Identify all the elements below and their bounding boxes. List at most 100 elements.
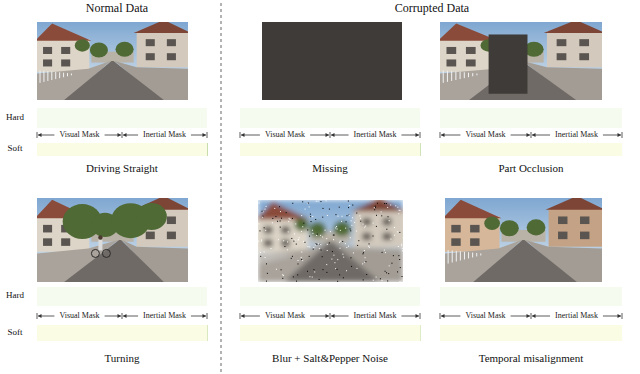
figure-shape [440, 39, 496, 72]
figure-shape [579, 53, 589, 60]
noise-dot [258, 241, 259, 242]
soft-mask-bar [37, 325, 207, 341]
soft-mask-bar [240, 143, 420, 156]
scene-clip [445, 198, 602, 282]
noise-dot [359, 215, 360, 216]
noise-dot [305, 209, 306, 210]
mask-label: Inertial Mask [141, 312, 188, 321]
figure-shape [268, 252, 269, 262]
figure-shape [43, 59, 52, 66]
arrow-head [618, 133, 622, 137]
arrow-head [331, 133, 335, 137]
noise-dot [326, 238, 327, 239]
noise-dot [277, 221, 278, 222]
figure-shape [37, 39, 89, 72]
noise-dot [317, 234, 318, 235]
noise-dot [293, 241, 294, 242]
noise-dot [391, 263, 392, 264]
noise-dot [308, 203, 309, 204]
hard-mask-bar [37, 287, 207, 306]
span-tick [420, 313, 421, 319]
noise-dot [341, 221, 342, 222]
noise-dot [261, 239, 262, 240]
span-tick [207, 132, 208, 138]
noise-dot [309, 255, 310, 257]
noise-dot [358, 240, 359, 241]
arrow-head [38, 314, 42, 318]
noise-dot [349, 205, 350, 206]
noise-dot [398, 255, 399, 256]
noise-dot [326, 272, 327, 273]
noise-dot [295, 223, 296, 224]
figure-shape [472, 73, 473, 76]
noise-dot [340, 230, 341, 231]
noise-dot [311, 221, 312, 222]
noise-dot [282, 274, 283, 275]
noise-dot [304, 242, 305, 243]
noise-dot [312, 233, 313, 234]
soft-mask-bar [37, 143, 207, 156]
noise-dot [337, 281, 338, 282]
hard-mask-bar [240, 108, 420, 128]
panel-caption: Blur + Salt&Pepper Noise [272, 352, 388, 364]
arrow-head [441, 314, 445, 318]
figure-shape [456, 251, 457, 262]
noise-dot [291, 258, 292, 259]
noise-dot [323, 269, 324, 270]
noise-dot [312, 230, 313, 231]
noise-dot [337, 269, 338, 270]
noise-dot [274, 208, 275, 209]
noise-dot [334, 262, 335, 263]
figure-shape [383, 233, 392, 240]
noise-dot [284, 246, 285, 247]
figure-shape [40, 70, 41, 82]
noise-dot [264, 227, 265, 228]
figure-shape [264, 226, 273, 233]
span-tick [622, 132, 623, 138]
noise-dot [323, 208, 324, 209]
noise-dot [261, 241, 262, 242]
noise-dot [333, 255, 334, 256]
noise-dot [265, 230, 266, 231]
figure-shape [484, 216, 500, 229]
noise-dot [402, 250, 403, 251]
noise-dot [375, 206, 376, 207]
column-title: Normal Data [86, 2, 148, 15]
noise-dot [309, 246, 310, 247]
figure-shape [71, 73, 72, 75]
arrow-head [441, 133, 445, 137]
mask-label: Inertial Mask [553, 131, 600, 140]
noise-dot [307, 246, 308, 247]
noise-dot [362, 263, 363, 264]
figure-shape [455, 72, 456, 81]
noise-dot [264, 251, 265, 252]
noise-dot [315, 219, 316, 220]
figure-shape [464, 252, 465, 260]
noise-dot [298, 240, 299, 241]
mask-label: Visual Mask [463, 131, 507, 140]
arrow-head [326, 133, 330, 137]
noise-dot [296, 244, 297, 245]
noise-dot [334, 235, 335, 236]
figure-shape [75, 39, 90, 51]
figure-shape [146, 53, 155, 60]
noise-dot [326, 264, 327, 265]
figure-shape [37, 24, 91, 41]
noise-dot [262, 211, 263, 212]
figure-shape [264, 251, 265, 263]
figure-shape [43, 225, 52, 233]
noise-dot [388, 216, 389, 217]
mask-bars [37, 287, 208, 341]
figure-shape [557, 53, 567, 60]
figure-shape [260, 251, 261, 264]
mask-label: Inertial Mask [352, 312, 399, 321]
noise-dot [357, 245, 358, 246]
figure-shape [470, 225, 479, 233]
noise-dot [307, 229, 308, 230]
noise-dot [307, 203, 308, 204]
noise-dot [260, 256, 261, 257]
span-tick [531, 313, 532, 319]
noise-dot [337, 259, 338, 260]
figure-shape [67, 73, 68, 76]
figure-shape [64, 240, 164, 282]
